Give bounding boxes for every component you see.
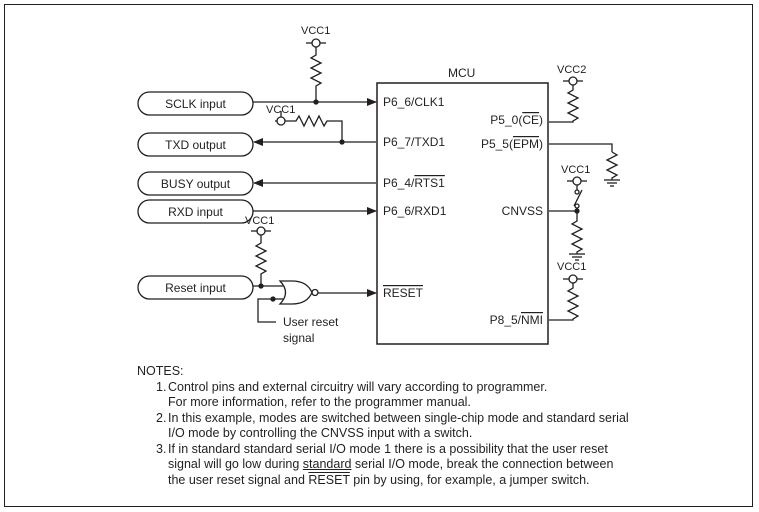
nor-bubble (311, 288, 319, 297)
note-3-reset-bar: RESET (308, 472, 350, 487)
reset-input-pill (137, 275, 254, 300)
nor-gate (278, 280, 313, 305)
vcc1-terminal-b (276, 116, 286, 126)
notes-header: NOTES: (137, 364, 184, 378)
cnvss-switch-blade (573, 189, 583, 207)
resistor-txd (285, 114, 343, 142)
resistor-epm (605, 151, 619, 180)
sclk-input-label: SCLK input (165, 97, 226, 111)
txd-output-label: TXD output (165, 138, 226, 152)
rts1-bar: RTS1 (414, 176, 445, 190)
figure-frame (4, 4, 753, 507)
pin-cnvss: CNVSS (502, 204, 543, 218)
resistor-reset (254, 235, 268, 286)
note-3-line-3: the user reset signal and RESET pin by u… (168, 472, 590, 487)
note-2-number: 2. (156, 410, 167, 425)
pin-txd1: P6_7/TXD1 (383, 135, 445, 149)
vcc1-terminal-e (568, 274, 578, 284)
note-3-number: 3. (156, 441, 167, 456)
pin-rts1: P6_4/RTS1 (383, 176, 445, 190)
mcu-title: MCU (448, 66, 475, 80)
vcc1-terminal-c (256, 226, 266, 236)
rxd-input-label: RXD input (168, 205, 223, 219)
vcc2-label: VCC2 (557, 64, 586, 76)
mcu-box (376, 82, 549, 345)
note-2-line-1: In this example, modes are switched betw… (168, 410, 629, 425)
resistor-cnvss (570, 211, 584, 254)
user-reset-label-2: signal (283, 331, 314, 345)
busy-output-label: BUSY output (161, 177, 231, 191)
resistor-ce (549, 85, 580, 123)
note-3: 3. If in standard standard serial I/O mo… (137, 442, 727, 489)
note-3-line-2: signal will go low during standard seria… (168, 457, 614, 471)
note-3-line-1: If in standard standard serial I/O mode … (168, 441, 608, 456)
switch-contact-bottom (574, 203, 580, 209)
notes-block: NOTES: 1. Control pins and external circ… (137, 364, 727, 488)
pin-clk1: P6_6/CLK1 (383, 95, 445, 109)
user-reset-label-1: User reset (283, 315, 339, 329)
vcc1-label-e: VCC1 (557, 261, 586, 273)
note-1-number: 1. (156, 379, 167, 394)
vcc1-label-a: VCC1 (301, 25, 330, 37)
vcc1-label-c: VCC1 (245, 215, 274, 227)
note-2-line-2: I/O mode by controlling the CNVSS input … (168, 426, 473, 440)
note-2: 2. In this example, modes are switched b… (137, 411, 727, 442)
vcc1-label-b: VCC1 (266, 104, 295, 116)
pin-epm: P5_5(EPM) (481, 137, 543, 151)
reset-input-label: Reset input (165, 281, 226, 295)
resistor-nmi (549, 283, 580, 321)
switch-contact-top (574, 189, 580, 195)
pin-rxd1: P6_6/RXD1 (383, 204, 447, 218)
vcc1-terminal-d (572, 176, 582, 186)
note-3-underlined-word: standard (302, 457, 352, 471)
junction-sclk (313, 99, 319, 105)
vcc2-terminal (568, 76, 578, 86)
sclk-input-pill (137, 91, 254, 116)
note-1: 1. Control pins and external circuitry w… (137, 380, 727, 411)
vcc1-terminal-a (311, 38, 321, 48)
epm-wire (549, 143, 613, 152)
junction-txd (339, 139, 345, 145)
note-1-line-1: Control pins and external circuitry will… (168, 379, 548, 394)
pin-nmi: P8_5/NMI (490, 313, 543, 327)
note-1-line-2: For more information, refer to the progr… (168, 395, 471, 409)
pin-ce: P5_0(CE) (490, 113, 543, 127)
pin-reset: RESET (383, 286, 424, 300)
resistor-sclk (309, 47, 323, 102)
junction-reset (258, 283, 264, 289)
user-reset-wire (257, 298, 276, 323)
vcc1-label-d: VCC1 (561, 164, 590, 176)
